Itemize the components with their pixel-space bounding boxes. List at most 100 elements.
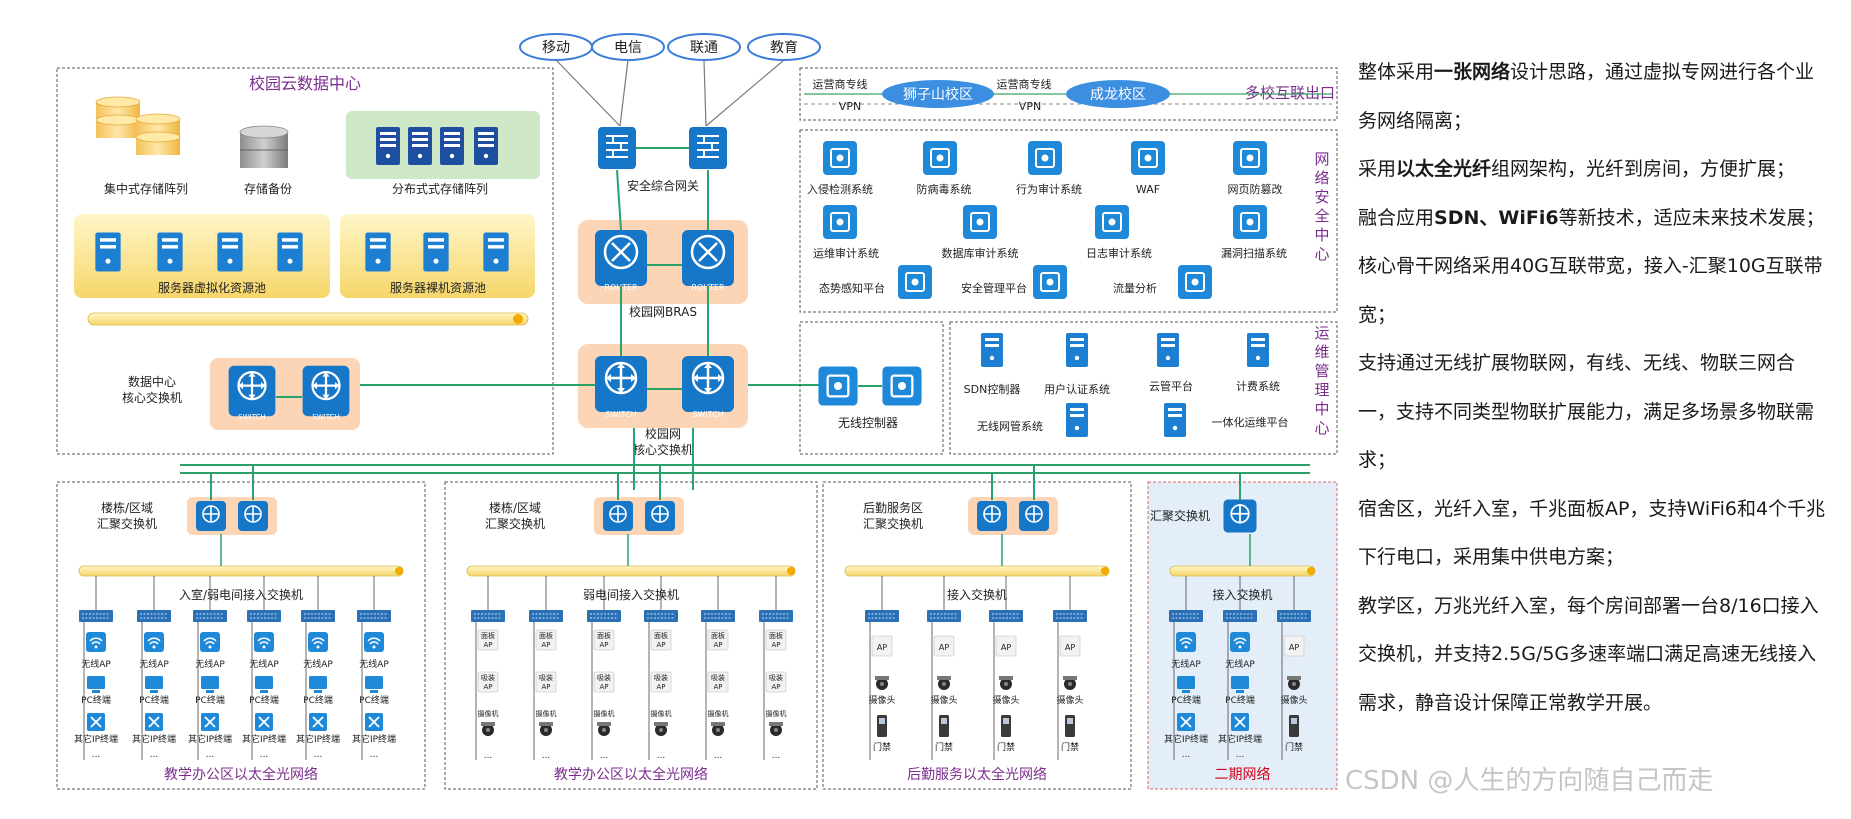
server-icon: [157, 232, 183, 272]
security-item-2-label: 行为审计系统: [1016, 182, 1082, 196]
endpoint-label: ...: [1182, 750, 1191, 760]
endpoint-label: PC终端: [1225, 694, 1255, 706]
security-item-10-label: 安全管理平台: [961, 281, 1027, 295]
endpoint-label: AP: [1001, 643, 1011, 652]
access-switch-icon: [864, 609, 900, 623]
ops-item-3-label: 计费系统: [1236, 380, 1280, 393]
description-paragraph: 融合应用SDN、WiFi6等新技术，适应未来技术发展；: [1358, 194, 1828, 243]
security-item-9-label: 态势感知平台: [819, 281, 885, 295]
bus-end-dot: [1101, 567, 1109, 575]
paragraph-text: 教学区，万兆光纤入室，每个房间部署一台8/16口接入交换机，并支持2.5G/5G…: [1358, 594, 1819, 714]
wifi-ap-icon: [199, 631, 221, 653]
zone-bus: [78, 565, 404, 577]
endpoint-label: AP: [877, 643, 887, 652]
ops-item-4-label: 无线网管系统: [977, 419, 1043, 433]
pc-icon: [145, 676, 163, 693]
storage-cylinder-top: [135, 113, 181, 125]
endpoint-label: ...: [206, 750, 215, 760]
endpoint-label: 摄像头: [868, 694, 895, 706]
security-item-11-label: 流量分析: [1113, 281, 1157, 295]
campus-2-cloud: [1066, 80, 1170, 108]
zone-0-footer: 教学办公区以太全光网络: [164, 766, 318, 783]
gateway-label: 安全综合网关: [627, 178, 699, 193]
endpoint-label: 摄像机: [594, 709, 615, 718]
switch-icon: [680, 354, 736, 414]
carrier-1-label: 电信: [614, 40, 642, 56]
central-storage-label: 集中式存储阵列: [104, 181, 188, 196]
camera-icon: [711, 722, 725, 736]
endpoint-label: 门禁: [873, 741, 891, 753]
ops-item-icon: [1247, 333, 1269, 367]
backup-storage-top: [239, 125, 289, 139]
zone-bus: [1169, 565, 1316, 577]
storage-cylinder-top: [95, 96, 141, 108]
endpoint-label: ...: [92, 750, 101, 760]
server-icon: [408, 127, 432, 165]
access-switch-icon: [78, 609, 114, 623]
zone-2-access-label: 接入交换机: [947, 587, 1007, 602]
server-icon: [217, 232, 243, 272]
endpoint-label: 其它IP终端: [296, 733, 340, 745]
server-icon: [423, 232, 449, 272]
storage-cylinder-top: [95, 114, 141, 126]
pc-icon: [201, 676, 219, 693]
carrier-0-label: 移动: [542, 40, 570, 56]
endpoint-label: ...: [484, 751, 493, 761]
pc-icon: [87, 676, 105, 693]
agg-switch-icon: [976, 500, 1008, 532]
ops-item-1-label: 用户认证系统: [1044, 382, 1110, 396]
description-paragraph: 教学区，万兆光纤入室，每个房间部署一台8/16口接入交换机，并支持2.5G/5G…: [1358, 582, 1828, 728]
camera-icon: [597, 722, 611, 736]
paragraph-highlight: 以太全光纤: [1396, 158, 1492, 180]
zone-3-footer: 二期网络: [1215, 767, 1271, 783]
iot-icon: [200, 712, 220, 732]
paragraph-text: 组网架构，光纤到房间，方便扩展；: [1491, 158, 1796, 180]
wifi-ap-icon: [143, 631, 165, 653]
access-switch-icon: [1168, 609, 1204, 623]
iot-icon: [144, 712, 164, 732]
security-item-0-label: 入侵检测系统: [807, 182, 873, 196]
zone-bus: [466, 565, 796, 577]
agg-switch-icon: [602, 500, 634, 532]
paragraph-highlight: SDN、WiFi6: [1434, 206, 1559, 229]
security-item-8-label: 漏洞扫描系统: [1221, 246, 1287, 260]
description-paragraph: 整体采用一张网络设计思路，通过虚拟专网进行各个业务网络隔离；: [1358, 48, 1828, 145]
server-icon: [376, 127, 400, 165]
watermark: CSDN @人生的方向随自己而走: [1345, 766, 1714, 796]
access-switch-icon: [926, 609, 962, 623]
switch-icon: [227, 364, 277, 418]
description-paragraph: 采用以太全光纤组网架构，光纤到房间，方便扩展；: [1358, 145, 1828, 194]
paragraph-text: 宿舍区，光纤入室，千兆面板AP，支持WiFi6和4个千兆下行电口，采用集中供电方…: [1358, 497, 1826, 569]
camera-icon: [769, 722, 783, 736]
endpoint-label: 门禁: [1285, 741, 1303, 753]
paragraph-text: 核心骨干网络采用40G互联带宽，接入-汇聚10G互联带宽；: [1358, 255, 1823, 326]
switch-icon: [593, 354, 649, 414]
endpoint-label: 无线AP: [303, 658, 333, 670]
endpoint-label: PC终端: [249, 694, 279, 706]
access-switch-icon: [1222, 609, 1258, 623]
zone-0-box: [56, 481, 426, 790]
iot-icon: [308, 712, 328, 732]
bus-end-dot: [513, 314, 523, 324]
wifi-ap-icon: [363, 631, 385, 653]
access-switch-icon: [586, 609, 622, 623]
datacenter-bus: [87, 312, 529, 326]
agg-switch-icon: [644, 500, 676, 532]
backup-label: 存储备份: [244, 181, 292, 196]
endpoint-label: 门禁: [935, 741, 953, 753]
vpn-2: VPN: [1019, 100, 1041, 113]
wifi-ap-icon: [1229, 631, 1251, 653]
endpoint-label: 其它IP终端: [132, 733, 176, 745]
access-switch-icon: [246, 609, 282, 623]
agg-switch-icon: [1222, 498, 1258, 534]
description-paragraph: 宿舍区，光纤入室，千兆面板AP，支持WiFi6和4个千兆下行电口，采用集中供电方…: [1358, 485, 1828, 582]
storage-cylinder-top: [135, 131, 181, 143]
camera-icon: [999, 676, 1013, 690]
security-item-6-label: 数据库审计系统: [942, 246, 1019, 260]
